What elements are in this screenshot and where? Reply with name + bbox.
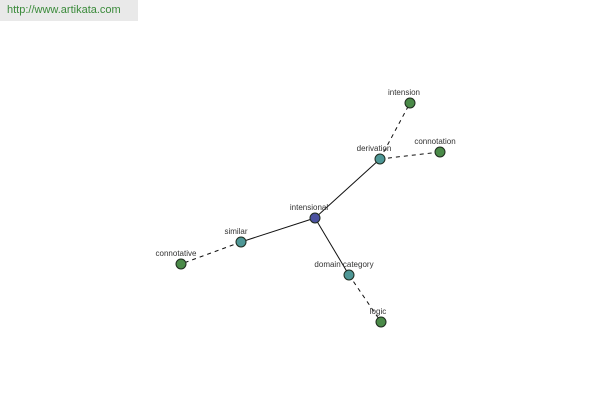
edge-intensional-similar — [240, 217, 316, 243]
label-intensional[interactable]: intensional — [290, 203, 328, 212]
node-intension[interactable] — [404, 97, 416, 109]
node-derivation[interactable] — [374, 153, 386, 165]
label-logic[interactable]: logic — [370, 307, 386, 316]
node-similar[interactable] — [235, 236, 247, 248]
label-similar[interactable]: similar — [224, 227, 247, 236]
edge-domain_category-logic — [348, 274, 382, 323]
edge-similar-connotative — [180, 241, 242, 265]
edge-intensional-derivation — [314, 158, 381, 219]
label-domain-category[interactable]: domain category — [314, 260, 373, 269]
node-connotation[interactable] — [434, 146, 446, 158]
graph-labels: intensional derivation similar domain categ… — [156, 88, 456, 316]
graph-nodes — [175, 97, 446, 328]
node-domain-category[interactable] — [343, 269, 355, 281]
edge-intensional-domain_category — [314, 217, 350, 276]
label-connotative[interactable]: connotative — [156, 249, 197, 258]
node-connotative[interactable] — [175, 258, 187, 270]
label-derivation[interactable]: derivation — [357, 144, 392, 153]
edge-derivation-connotation — [379, 151, 441, 160]
edge-derivation-intension — [379, 102, 411, 160]
node-intensional[interactable] — [309, 212, 321, 224]
node-logic[interactable] — [375, 316, 387, 328]
graph-edges — [180, 102, 441, 323]
label-connotation[interactable]: connotation — [414, 137, 455, 146]
label-intension[interactable]: intension — [388, 88, 420, 97]
watermark-bar: http://www.artikata.com — [0, 0, 138, 21]
watermark-url[interactable]: http://www.artikata.com — [7, 4, 121, 16]
